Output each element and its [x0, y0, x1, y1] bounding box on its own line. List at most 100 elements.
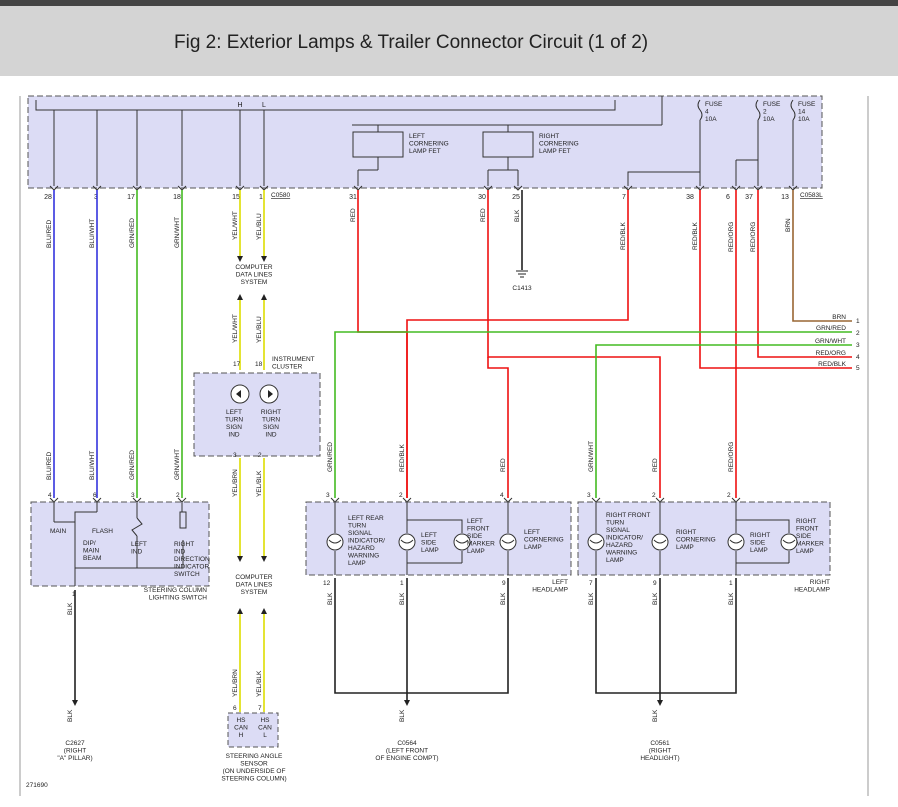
ic-can-wires: [239, 300, 265, 712]
rh-pin: 1: [729, 580, 733, 587]
bcm-pin: 7: [622, 194, 626, 201]
wire-label: BLK: [588, 592, 595, 605]
top-bar: [0, 0, 898, 6]
ic-pin: 17: [233, 361, 241, 368]
rh-ground-wires: [595, 578, 737, 700]
bcm-wires: [53, 190, 852, 498]
trailer-pin: 3: [856, 342, 860, 349]
trailer-wire-label: RED/ORG: [816, 350, 846, 357]
lh-corner-bulb-icon: [499, 533, 517, 551]
lh-pin: 4: [500, 492, 504, 499]
lh-pin: 9: [502, 580, 506, 587]
bcm-pin: 18: [173, 194, 181, 201]
wire-label: RED/BLK: [692, 222, 699, 250]
bcm-pin: 6: [726, 194, 730, 201]
wire-label: YEL/BRN: [232, 669, 239, 697]
wire-label: BLU/RED: [46, 220, 53, 248]
lh-ground-labels: BLK BLK BLK BLK: [327, 592, 507, 722]
upper-wire-labels: BLU/RED BLU/WHT GRN/RED GRN/WHT YEL/WHT …: [46, 208, 792, 252]
trailer-pin: 5: [856, 365, 860, 372]
wire-label: BLU/WHT: [89, 219, 96, 248]
wire-label: GRN/RED: [129, 450, 136, 480]
switch-pin: 1: [72, 591, 76, 598]
bcm-pin: 38: [686, 194, 694, 201]
wire-label: BLU/RED: [46, 452, 53, 480]
wire-label: RED: [500, 458, 507, 472]
lh-ground-wires: [334, 578, 509, 700]
wire-label: YEL/BLK: [256, 670, 263, 697]
rh-marker-bulb-icon: [780, 533, 798, 551]
figure-header: Fig 2: Exterior Lamps & Trailer Connecto…: [0, 6, 898, 76]
rh-ground-labels: BLK BLK BLK BLK: [588, 592, 735, 722]
wire-label: BLK: [652, 709, 659, 722]
ground-c1413: C1413: [512, 270, 532, 292]
lh-pin: 12: [323, 580, 331, 587]
figure-title: Fig 2: Exterior Lamps & Trailer Connecto…: [174, 32, 649, 53]
trailer-wire-label: RED/BLK: [818, 361, 846, 368]
rh-pin: 3: [587, 492, 591, 499]
switch-pin: 2: [176, 492, 180, 499]
lh-marker-bulb-icon: [453, 533, 471, 551]
wire-label: YEL/BLU: [256, 316, 263, 343]
wire-label: BLK: [500, 592, 507, 605]
switch-pin: 4: [48, 492, 52, 499]
wire-label: RED: [652, 458, 659, 472]
left-cornering-fet: [352, 131, 404, 158]
ground-label: C1413: [512, 285, 532, 292]
wire-label: RED/ORG: [750, 222, 757, 252]
lh-rear-turn-bulb-icon: [326, 533, 344, 551]
wire-label: BRN: [785, 218, 792, 232]
bcm-pin: 13: [781, 194, 789, 201]
trailer-wire-label: BRN: [832, 314, 846, 321]
wire-label: RED/BLK: [620, 222, 627, 250]
rh-wire-labels: GRN/WHT RED RED/ORG: [588, 441, 735, 472]
wire-label: RED/ORG: [728, 222, 735, 252]
trailer-wire-label: GRN/WHT: [815, 338, 846, 345]
rh-pin: 9: [653, 580, 657, 587]
rh-pin: 7: [589, 580, 593, 587]
wire-label: YEL/WHT: [232, 314, 239, 343]
bcm-pin: 28: [44, 194, 52, 201]
wire-label: RED/ORG: [728, 442, 735, 472]
rh-turn-bulb-icon: [587, 533, 605, 551]
connector-c0580: C0580: [271, 192, 291, 199]
bcm-box: [27, 95, 823, 189]
wire-label: BLK: [399, 592, 406, 605]
wire-label: GRN/RED: [327, 442, 334, 472]
wire-label: BLK: [399, 709, 406, 722]
ground-arrow: [657, 700, 663, 706]
right-cornering-fet: [482, 131, 534, 158]
wire-label: BLK: [67, 709, 74, 722]
bcm-pin-numbers: 28 3 17 18 15 1 31 30 25 7 38 6 37 13: [44, 194, 789, 201]
trailer-pin: 1: [856, 318, 860, 325]
switch-main-label: MAIN: [50, 528, 67, 535]
bcm-pin: 37: [745, 194, 753, 201]
rh-pin: 2: [652, 492, 656, 499]
wire-label: BLK: [652, 592, 659, 605]
wire-label: RED: [350, 208, 357, 222]
wire-label: BLK: [327, 592, 334, 605]
can-l-label: L: [262, 102, 266, 109]
